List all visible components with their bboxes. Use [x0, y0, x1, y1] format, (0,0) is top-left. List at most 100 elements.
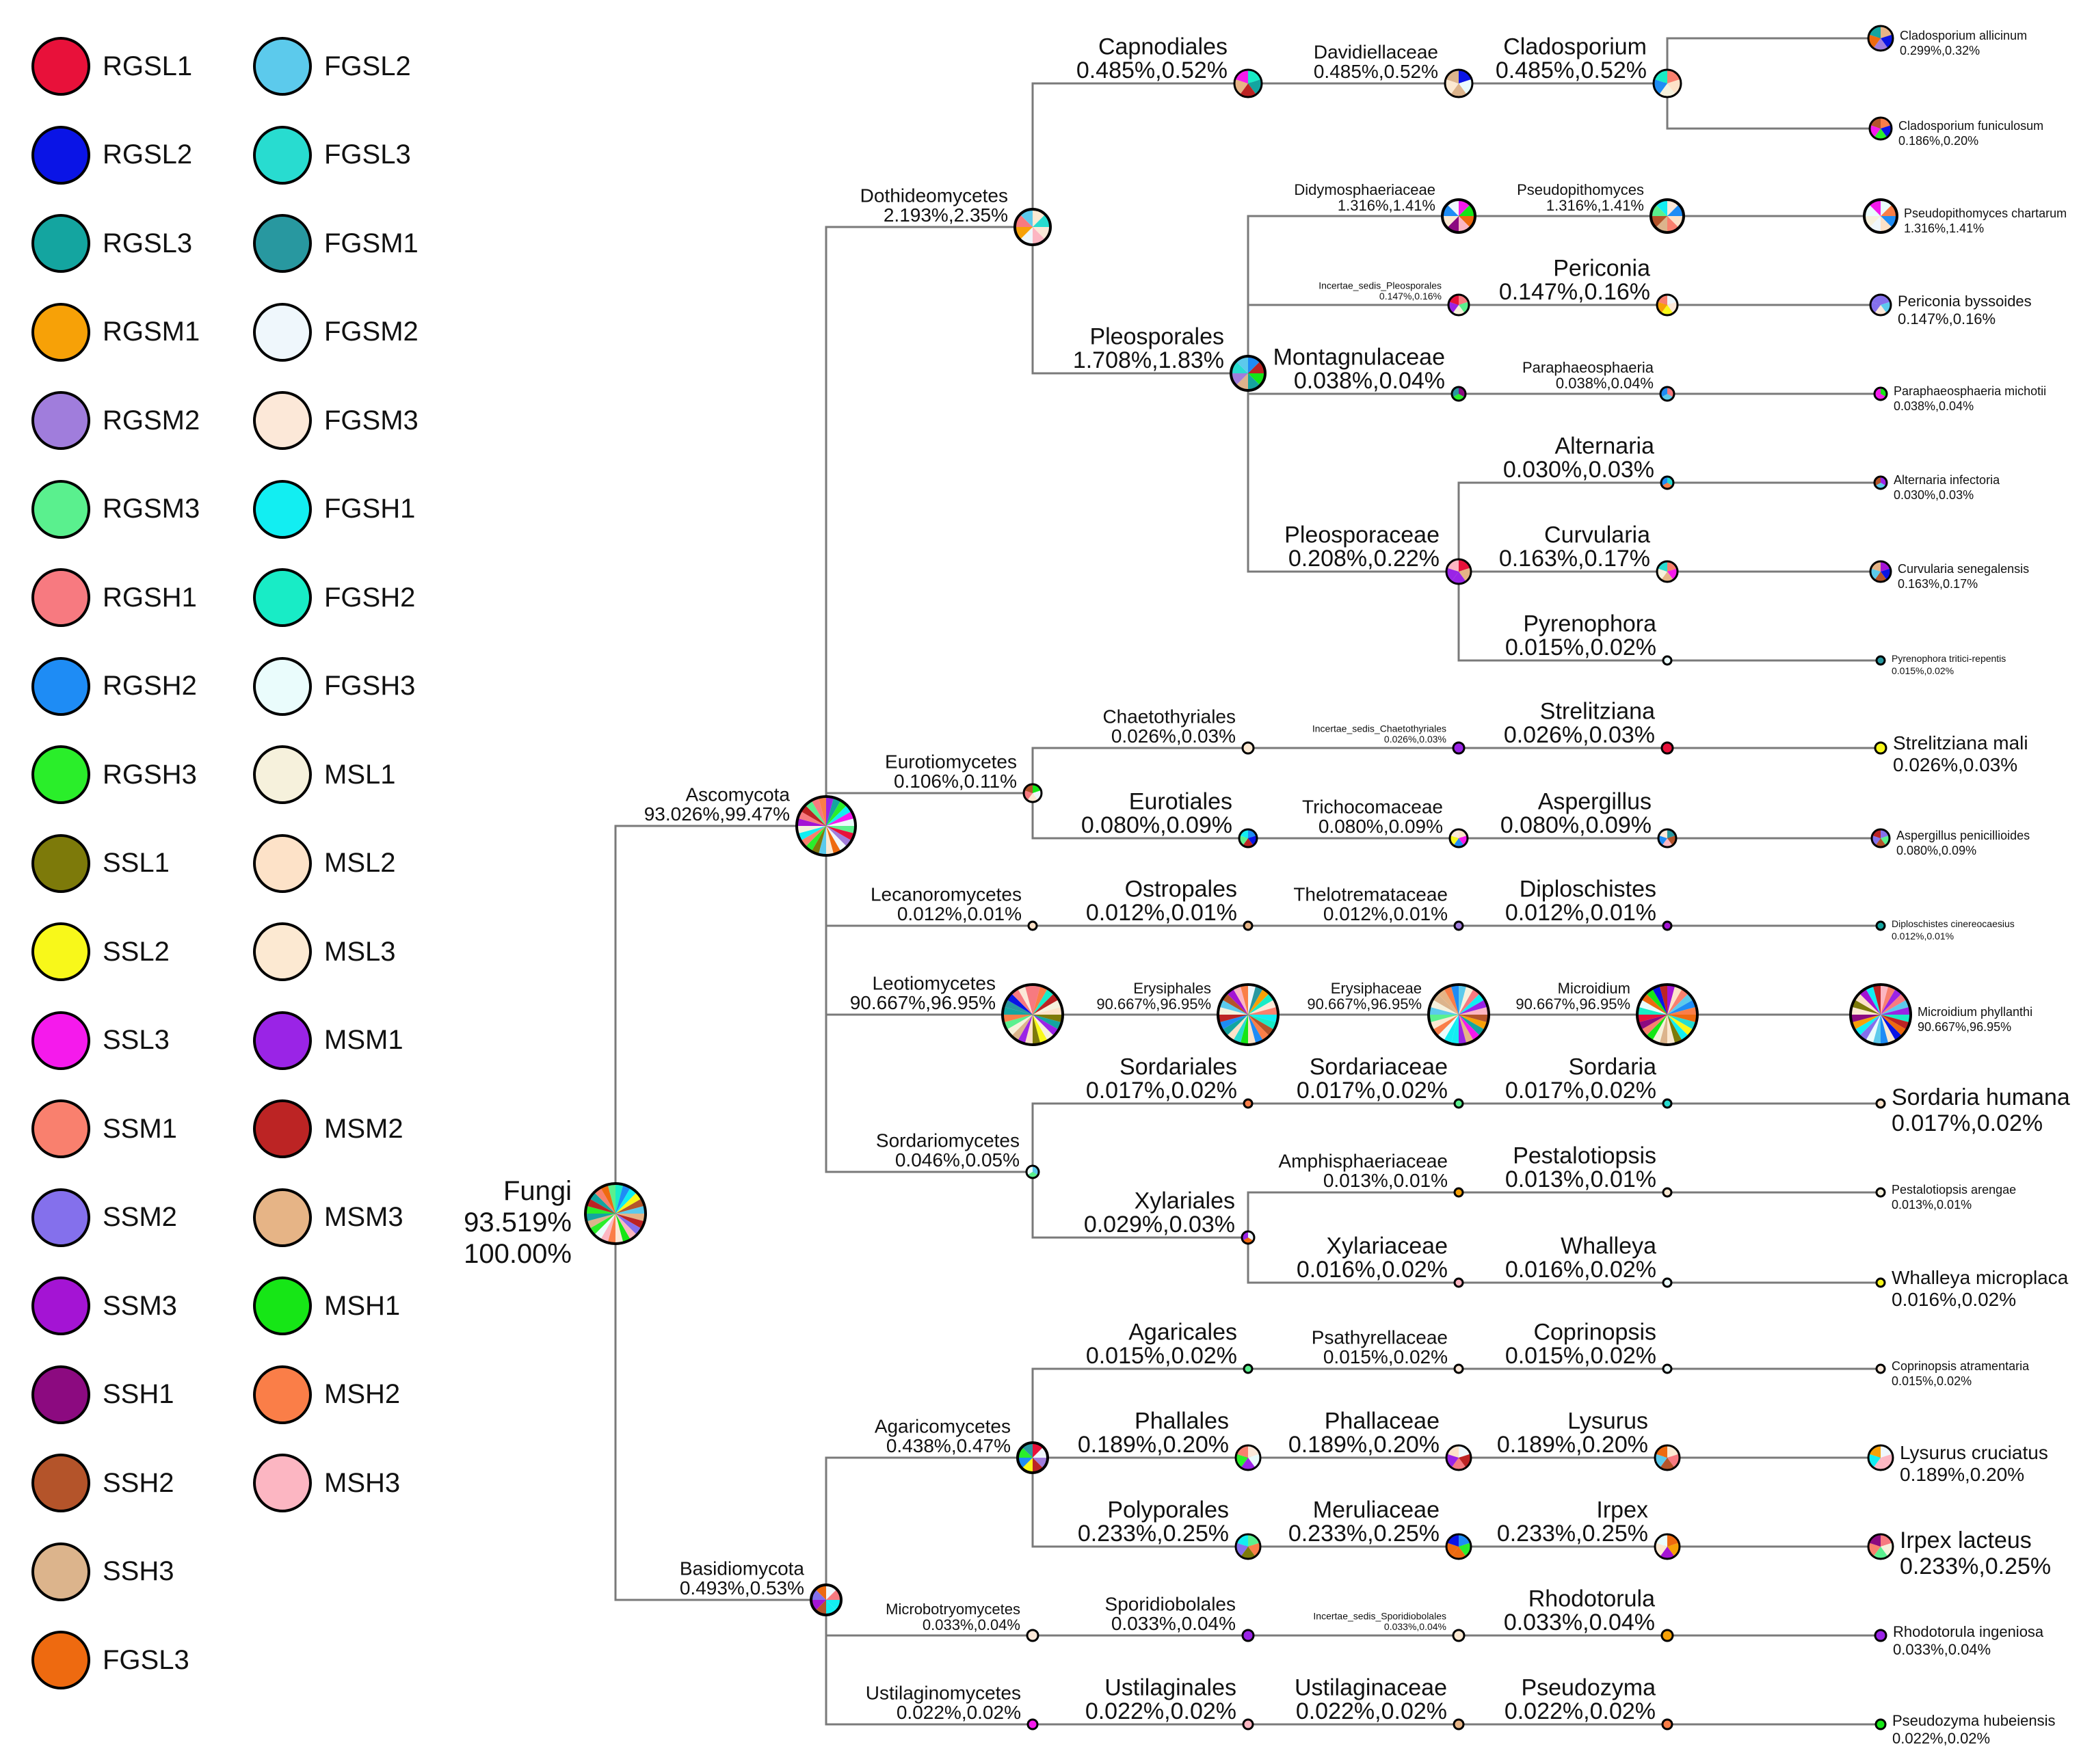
pie-slice [1652, 985, 1667, 1015]
pie-slice [1248, 1015, 1263, 1044]
pie-slice [1655, 1534, 1667, 1547]
pie-slice [1459, 985, 1467, 1015]
node-name: Ustilaginomycetes [866, 1682, 1021, 1703]
node-name: Pseudozyma hubeiensis [1892, 1712, 2055, 1729]
pie-node-phallales [1234, 1444, 1262, 1471]
node-value: 0.147%,0.16% [1898, 310, 1996, 328]
pie-slice [1455, 1279, 1463, 1287]
pie-outline [1867, 1533, 1894, 1560]
pie-slice [1444, 985, 1459, 1015]
pie-slice [1432, 993, 1459, 1015]
pie-slice [1872, 1015, 1881, 1045]
pie-node-agaricales [1243, 1363, 1254, 1374]
legend-item: MSH2 [253, 1365, 400, 1424]
pie-outline [1243, 920, 1254, 931]
legend-item: FGSH1 [253, 479, 415, 539]
pie-slice [1874, 305, 1887, 316]
pie-slice [1455, 1365, 1463, 1373]
pie-slice [1870, 295, 1881, 305]
pie-slice [1667, 988, 1689, 1015]
legend-swatch [253, 1188, 312, 1247]
pie-slice [826, 826, 856, 834]
node-name: Paraphaeosphaeria michotii [1894, 384, 2046, 398]
legend-item: RGSH1 [31, 568, 197, 627]
tree-edge [1031, 747, 1248, 793]
node-value: 1.708%,1.83% [1073, 347, 1224, 373]
pie-node-pseudozyma-hubeiensis [1874, 1718, 1887, 1730]
pie-slice [1446, 1445, 1459, 1458]
tree-edge [1666, 83, 1881, 130]
tree-edge [1031, 1367, 1248, 1458]
node-value: 90.667%,96.95% [850, 992, 996, 1013]
pie-node-polyporales [1234, 1533, 1262, 1560]
pie-slice [1248, 1015, 1277, 1030]
node-name: Lecanoromycetes [871, 883, 1022, 905]
pie-slice [1236, 1534, 1248, 1547]
pie-node-ustilaginales [1242, 1718, 1254, 1730]
pie-slice [615, 1184, 631, 1214]
legend-label: SSM1 [103, 1113, 177, 1144]
pie-node-incertae-sporidiobolales [1452, 1629, 1466, 1642]
legend-swatch [31, 656, 90, 716]
pie-slice [1033, 214, 1051, 227]
pie-slice [1451, 1458, 1466, 1470]
pie-slice [1011, 1015, 1033, 1041]
pie-slice [1859, 988, 1881, 1015]
pie-outline [1243, 1363, 1254, 1374]
pie-slice [1011, 988, 1033, 1015]
node-value: 0.033%,0.04% [1893, 1641, 1991, 1658]
pie-outline [1659, 386, 1675, 402]
pie-outline [1661, 1718, 1673, 1730]
pie-slice [1662, 743, 1673, 753]
legend-label: MSM3 [324, 1202, 403, 1232]
node-name: Irpex lacteus [1900, 1527, 2032, 1553]
pie-slice [1248, 993, 1275, 1015]
pie-node-pestalotiopsis [1662, 1187, 1673, 1198]
node-name: Rhodotorula [1528, 1586, 1655, 1612]
pie-node-irpex-lacteus [1867, 1533, 1894, 1560]
node-name: Ostropales [1125, 877, 1237, 903]
pie-slice [1875, 838, 1886, 847]
pie-slice [1881, 829, 1890, 838]
pie-slice [1459, 985, 1474, 1015]
pie-slice [1645, 1015, 1667, 1041]
pie-slice [1455, 922, 1463, 930]
pie-slice [1459, 1015, 1489, 1023]
node-value: 0.080%,0.09% [1081, 812, 1232, 838]
tree-edge [1031, 82, 1248, 227]
pie-slice [1429, 1015, 1459, 1030]
node-name: Aspergillus [1538, 789, 1652, 815]
legend-label: SSH3 [103, 1556, 174, 1586]
node-value: 1.316%,1.41% [1904, 222, 1984, 235]
node-value: 0.013%,0.01% [1323, 1170, 1448, 1191]
pie-node-xylariaceae [1453, 1277, 1464, 1288]
tree-edge [1247, 304, 1459, 373]
pie-outline [1875, 1187, 1886, 1198]
node-value: 0.026%,0.03% [1384, 734, 1446, 745]
pie-slice [1248, 1015, 1275, 1037]
node-name: Pestalotiopsis [1513, 1143, 1656, 1169]
legend-swatch [31, 1188, 90, 1247]
legend-swatch [253, 745, 312, 804]
pie-node-chaetothyriales [1241, 741, 1255, 755]
node-value: 0.038%,0.04% [1294, 368, 1445, 394]
node-value: 0.189%,0.20% [1497, 1432, 1648, 1458]
legend-item: SSL3 [31, 1011, 170, 1070]
pie-slice [1872, 985, 1881, 1015]
node-value: 0.016%,0.02% [1297, 1257, 1448, 1283]
legend-item: SSL2 [31, 922, 170, 981]
node-name: Eurotiomycetes [885, 751, 1017, 772]
legend-label: RGSM3 [103, 494, 200, 524]
node-value: 0.147%,0.16% [1379, 291, 1442, 302]
node-name: Incertae_sedis_Chaetothyriales [1312, 723, 1446, 734]
pie-slice [615, 1192, 642, 1214]
pie-slice [805, 826, 826, 852]
pie-slice [826, 797, 841, 826]
pie-outline [810, 1583, 843, 1616]
node-value: 1.316%,1.41% [1338, 197, 1435, 214]
pie-node-amphisphaeriaceae [1453, 1187, 1464, 1198]
legend-item: FGSM1 [253, 214, 419, 273]
node-name: Aspergillus penicillioides [1896, 829, 2030, 842]
pie-slice [1033, 1015, 1063, 1023]
pie-slice [1877, 922, 1885, 930]
